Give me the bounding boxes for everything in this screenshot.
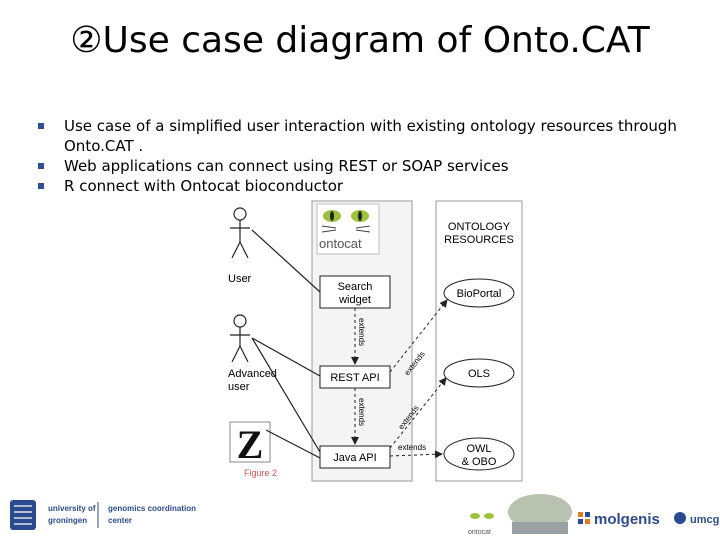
svg-text:OWL: OWL bbox=[466, 443, 491, 455]
university-crest-icon bbox=[10, 500, 36, 530]
user-actor-label: User bbox=[228, 273, 252, 285]
bullet-item: R connect with Ontocat bioconductor bbox=[38, 176, 678, 196]
svg-text:REST API: REST API bbox=[330, 372, 379, 384]
ontocat-cat-icon bbox=[316, 203, 380, 255]
svg-text:OLS: OLS bbox=[468, 368, 490, 380]
extends-label: extends bbox=[357, 318, 366, 346]
advanced-user-actor-icon bbox=[230, 314, 250, 363]
use-case-diagram: ontocat User Advanced user Z Figure 2 Se… bbox=[228, 200, 523, 482]
svg-text:Search: Search bbox=[338, 281, 373, 293]
r-logo-icon: Z bbox=[229, 421, 271, 467]
svg-text:Z: Z bbox=[237, 422, 264, 467]
bullet-list: Use case of a simplified user interactio… bbox=[38, 116, 678, 196]
user-actor-icon bbox=[230, 207, 250, 259]
resources-header-2: RESOURCES bbox=[444, 234, 514, 246]
bullet-item: Use case of a simplified user interactio… bbox=[38, 116, 678, 156]
svg-text:widget: widget bbox=[338, 294, 371, 306]
advanced-user-label-2: user bbox=[228, 381, 250, 393]
svg-text:Java API: Java API bbox=[333, 452, 376, 464]
java-api-node: Java API bbox=[319, 445, 391, 469]
resources-frame bbox=[435, 200, 523, 482]
bullet-item: Web applications can connect using REST … bbox=[38, 156, 678, 176]
owl-obo-node: OWL & OBO bbox=[443, 437, 515, 471]
search-widget-node: Search widget bbox=[319, 275, 391, 309]
ontocat-small-cat-icon bbox=[470, 513, 494, 519]
advanced-user-label-1: Advanced bbox=[228, 368, 277, 380]
molgenis-logo-text: molgenis bbox=[594, 511, 660, 528]
footer-logos: university of groningen genomics coordin… bbox=[10, 494, 719, 536]
extends-label: extends bbox=[398, 443, 426, 452]
svg-text:& OBO: & OBO bbox=[462, 456, 497, 468]
rug-line-2: groningen bbox=[48, 516, 87, 525]
rug-line-1: university of bbox=[48, 504, 96, 513]
bioportal-node: BioPortal bbox=[443, 278, 515, 308]
association-lines bbox=[251, 229, 321, 459]
gcc-line-1: genomics coordination bbox=[108, 504, 196, 513]
gcc-line-2: center bbox=[108, 516, 132, 525]
extends-lines bbox=[351, 299, 448, 459]
ontocat-logo-text: ontocat bbox=[319, 236, 362, 251]
svg-text:BioPortal: BioPortal bbox=[457, 288, 502, 300]
tree-building-icon bbox=[508, 494, 572, 534]
resources-header-1: ONTOLOGY bbox=[448, 221, 511, 233]
umcg-icon bbox=[674, 512, 686, 524]
molgenis-icon bbox=[578, 512, 590, 524]
slide-title: ②Use case diagram of Onto.CAT bbox=[70, 20, 650, 61]
extends-label: extends bbox=[357, 398, 366, 426]
ontocat-small-logo: ontocat bbox=[468, 529, 491, 536]
ols-node: OLS bbox=[443, 358, 515, 388]
umcg-logo-text: umcg bbox=[690, 514, 719, 526]
rest-api-node: REST API bbox=[319, 365, 391, 389]
figure-label: Figure 2 bbox=[244, 468, 277, 478]
